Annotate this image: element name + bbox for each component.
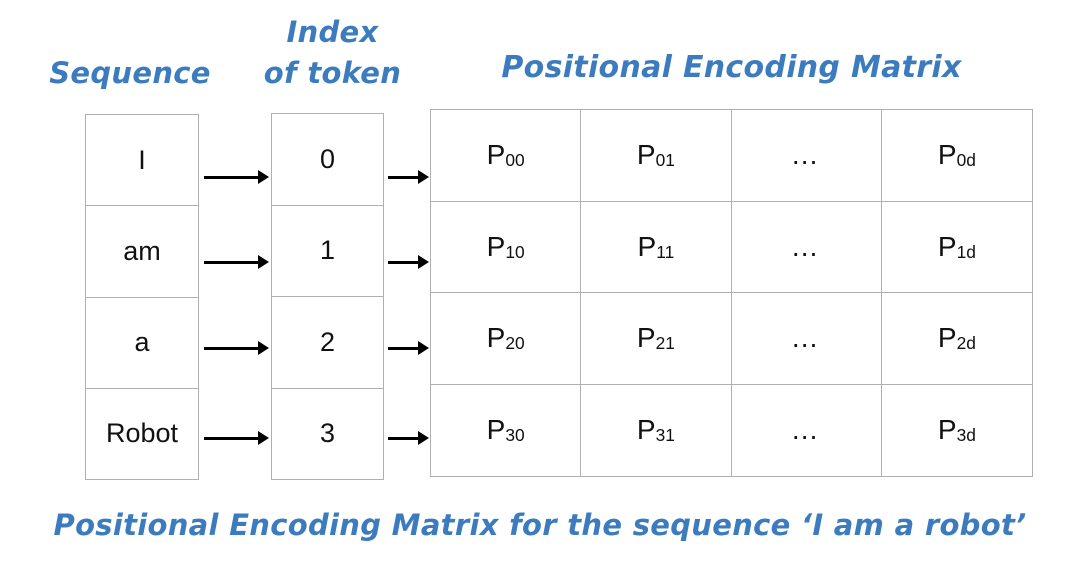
matrix-title: Positional Encoding Matrix	[501, 50, 962, 85]
matrix-cell-base: P	[486, 139, 506, 171]
matrix-cell-base: P	[937, 322, 957, 354]
arrow-shaft	[388, 346, 420, 350]
arrow-shaft	[204, 346, 260, 350]
index-column-label: Index of token	[250, 12, 415, 94]
matrix-cell-base: P	[636, 322, 656, 354]
arrow-head	[258, 341, 269, 355]
matrix-cell-base: P	[937, 230, 957, 262]
matrix-ellipsis-cell: …	[731, 293, 882, 385]
sequence-cell: am	[86, 205, 198, 296]
index-column-label-line2: of token	[263, 56, 402, 90]
matrix-cell-base: P	[486, 230, 506, 262]
matrix-cell-base: P	[636, 414, 656, 446]
index-cell: 3	[272, 387, 383, 480]
sequence-cell: I	[138, 144, 146, 175]
arrow-head	[418, 170, 429, 184]
matrix-ellipsis-cell: …	[732, 384, 882, 476]
arrow-shaft	[388, 260, 420, 264]
matrix-cell-base: P	[637, 230, 657, 262]
sequence-column-label: Sequence	[49, 56, 211, 90]
matrix-cell-base: P	[937, 139, 957, 171]
matrix-cell-base: P	[636, 139, 656, 171]
matrix-cell-base: P	[486, 322, 506, 354]
arrow-head	[418, 431, 429, 445]
index-column-label-line1: Index	[286, 15, 379, 49]
matrix-ellipsis-cell: …	[731, 201, 882, 293]
matrix-cell-base: …	[790, 230, 822, 262]
arrow-shaft	[204, 175, 260, 179]
matrix-cell-base: P	[486, 414, 506, 446]
sequence-cell: Robot	[86, 387, 198, 479]
index-cell: 0	[319, 143, 336, 174]
matrix-cell-base: P	[937, 414, 957, 446]
arrow-head	[418, 341, 429, 355]
arrow-shaft	[204, 260, 260, 264]
arrow-head	[258, 255, 269, 269]
arrow-head	[258, 431, 269, 445]
matrix-cell-base: …	[790, 322, 822, 354]
caption: Positional Encoding Matrix for the seque…	[53, 508, 1027, 542]
arrow-shaft	[204, 436, 260, 440]
matrix-ellipsis-cell: …	[731, 110, 882, 202]
arrow-head	[418, 255, 429, 269]
arrow-shaft	[388, 175, 420, 179]
arrow-head	[258, 170, 269, 184]
index-cell: 2	[272, 296, 383, 388]
arrow-shaft	[388, 436, 420, 440]
sequence-cell: a	[86, 296, 198, 388]
matrix-cell-base: …	[790, 414, 822, 446]
index-cell: 1	[272, 204, 383, 297]
matrix-cell-base: …	[790, 139, 822, 171]
